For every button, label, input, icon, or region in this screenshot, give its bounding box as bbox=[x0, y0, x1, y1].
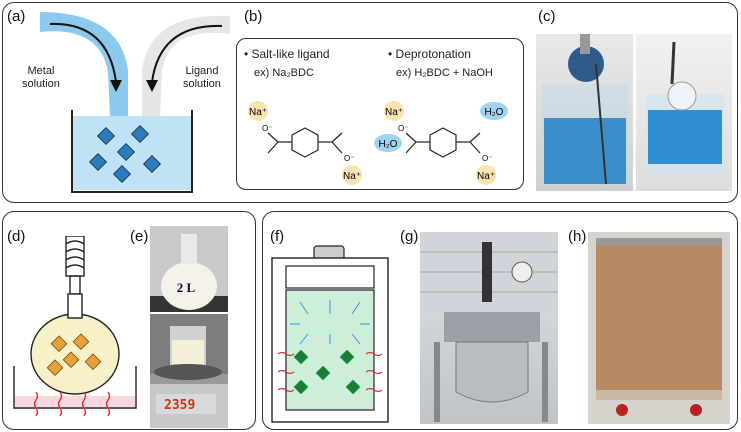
ligand-arrow bbox=[151, 24, 223, 83]
photo-c-right bbox=[636, 34, 732, 191]
o-minus-label: O⁻ bbox=[482, 154, 492, 163]
h2o-label-2: H₂O bbox=[379, 139, 398, 150]
flask-volume-label: 2 L bbox=[177, 280, 196, 295]
h2o-bubble bbox=[374, 134, 402, 152]
heat-waves bbox=[33, 391, 111, 417]
photo-h-drum bbox=[588, 232, 730, 424]
metal-arrow-head bbox=[110, 80, 122, 92]
na-label-2: Na⁺ bbox=[343, 171, 361, 182]
green-crystals bbox=[293, 349, 361, 395]
orange-crystals bbox=[46, 333, 102, 377]
round-flask bbox=[30, 313, 120, 395]
ligand-stream bbox=[142, 15, 230, 116]
metal-arrow bbox=[49, 22, 117, 83]
ligand-arrow-head bbox=[146, 80, 158, 92]
metal-stream bbox=[40, 12, 128, 116]
panel-a-label: (a) bbox=[7, 8, 26, 25]
photo-g-reactor bbox=[420, 232, 558, 424]
o-minus-label: O⁻ bbox=[344, 154, 354, 163]
panel-f-diagram bbox=[271, 245, 389, 423]
na-bubble bbox=[248, 101, 268, 121]
photo-e-flask: 2 L bbox=[150, 226, 228, 312]
panel-d-diagram bbox=[13, 236, 137, 417]
metal-solution-label: Metal solution bbox=[22, 65, 60, 90]
panel-b-label: (b) bbox=[244, 8, 263, 25]
oil-bath-liquid bbox=[15, 396, 135, 407]
bdc-bonds bbox=[267, 127, 343, 158]
na-label-3: Na⁺ bbox=[385, 107, 403, 118]
salt-like-example: ex) Na₂BDC bbox=[254, 67, 314, 79]
photo-c-left bbox=[536, 34, 633, 191]
deprotonation-example: ex) H₂BDC + NaOH bbox=[396, 67, 493, 79]
panel-a-diagram bbox=[40, 12, 230, 193]
panel-c-label: (c) bbox=[538, 8, 556, 25]
condenser-neck bbox=[69, 275, 81, 295]
oil-bath bbox=[13, 366, 137, 409]
h2o-label-1: H₂O bbox=[485, 107, 504, 118]
panel-d-label: (d) bbox=[7, 228, 26, 245]
na-label-1: Na⁺ bbox=[249, 107, 267, 118]
panel-b-box bbox=[236, 38, 524, 190]
na-bubble bbox=[476, 165, 496, 185]
condenser-coil bbox=[65, 240, 85, 269]
panel-f-label: (f) bbox=[270, 228, 285, 245]
o-minus-label: O⁻ bbox=[262, 124, 272, 133]
photo-e-scale: 2359 bbox=[150, 314, 228, 428]
beaker-outline bbox=[71, 110, 193, 193]
na-bubble bbox=[342, 165, 362, 185]
vapor-arrows bbox=[290, 300, 370, 345]
h2o-bubble bbox=[480, 102, 508, 120]
blue-crystals bbox=[88, 124, 162, 184]
scale-reading: 2359 bbox=[164, 398, 196, 413]
panel-e-label: (e) bbox=[130, 228, 149, 245]
panel-h-label: (h) bbox=[568, 228, 587, 245]
panel-g-label: (g) bbox=[400, 228, 419, 245]
salt-like-title: • Salt-like ligand bbox=[244, 47, 330, 61]
deprotonation-title: • Deprotonation bbox=[388, 47, 471, 61]
reactor-lid bbox=[285, 265, 375, 289]
heat-waves bbox=[277, 351, 383, 393]
deprotonated-structure: Na⁺ H₂O H₂O Na⁺ O⁻ O⁻ bbox=[374, 101, 508, 185]
salt-ligand-structure: Na⁺ Na⁺ O⁻ O⁻ bbox=[248, 101, 362, 185]
ligand-solution-label: Ligand solution bbox=[183, 65, 221, 90]
bdc-bonds bbox=[405, 127, 481, 158]
flask-neck bbox=[67, 293, 83, 319]
o-minus-label: O⁻ bbox=[398, 124, 408, 133]
na-label-4: Na⁺ bbox=[477, 171, 495, 182]
na-bubble bbox=[384, 101, 404, 121]
